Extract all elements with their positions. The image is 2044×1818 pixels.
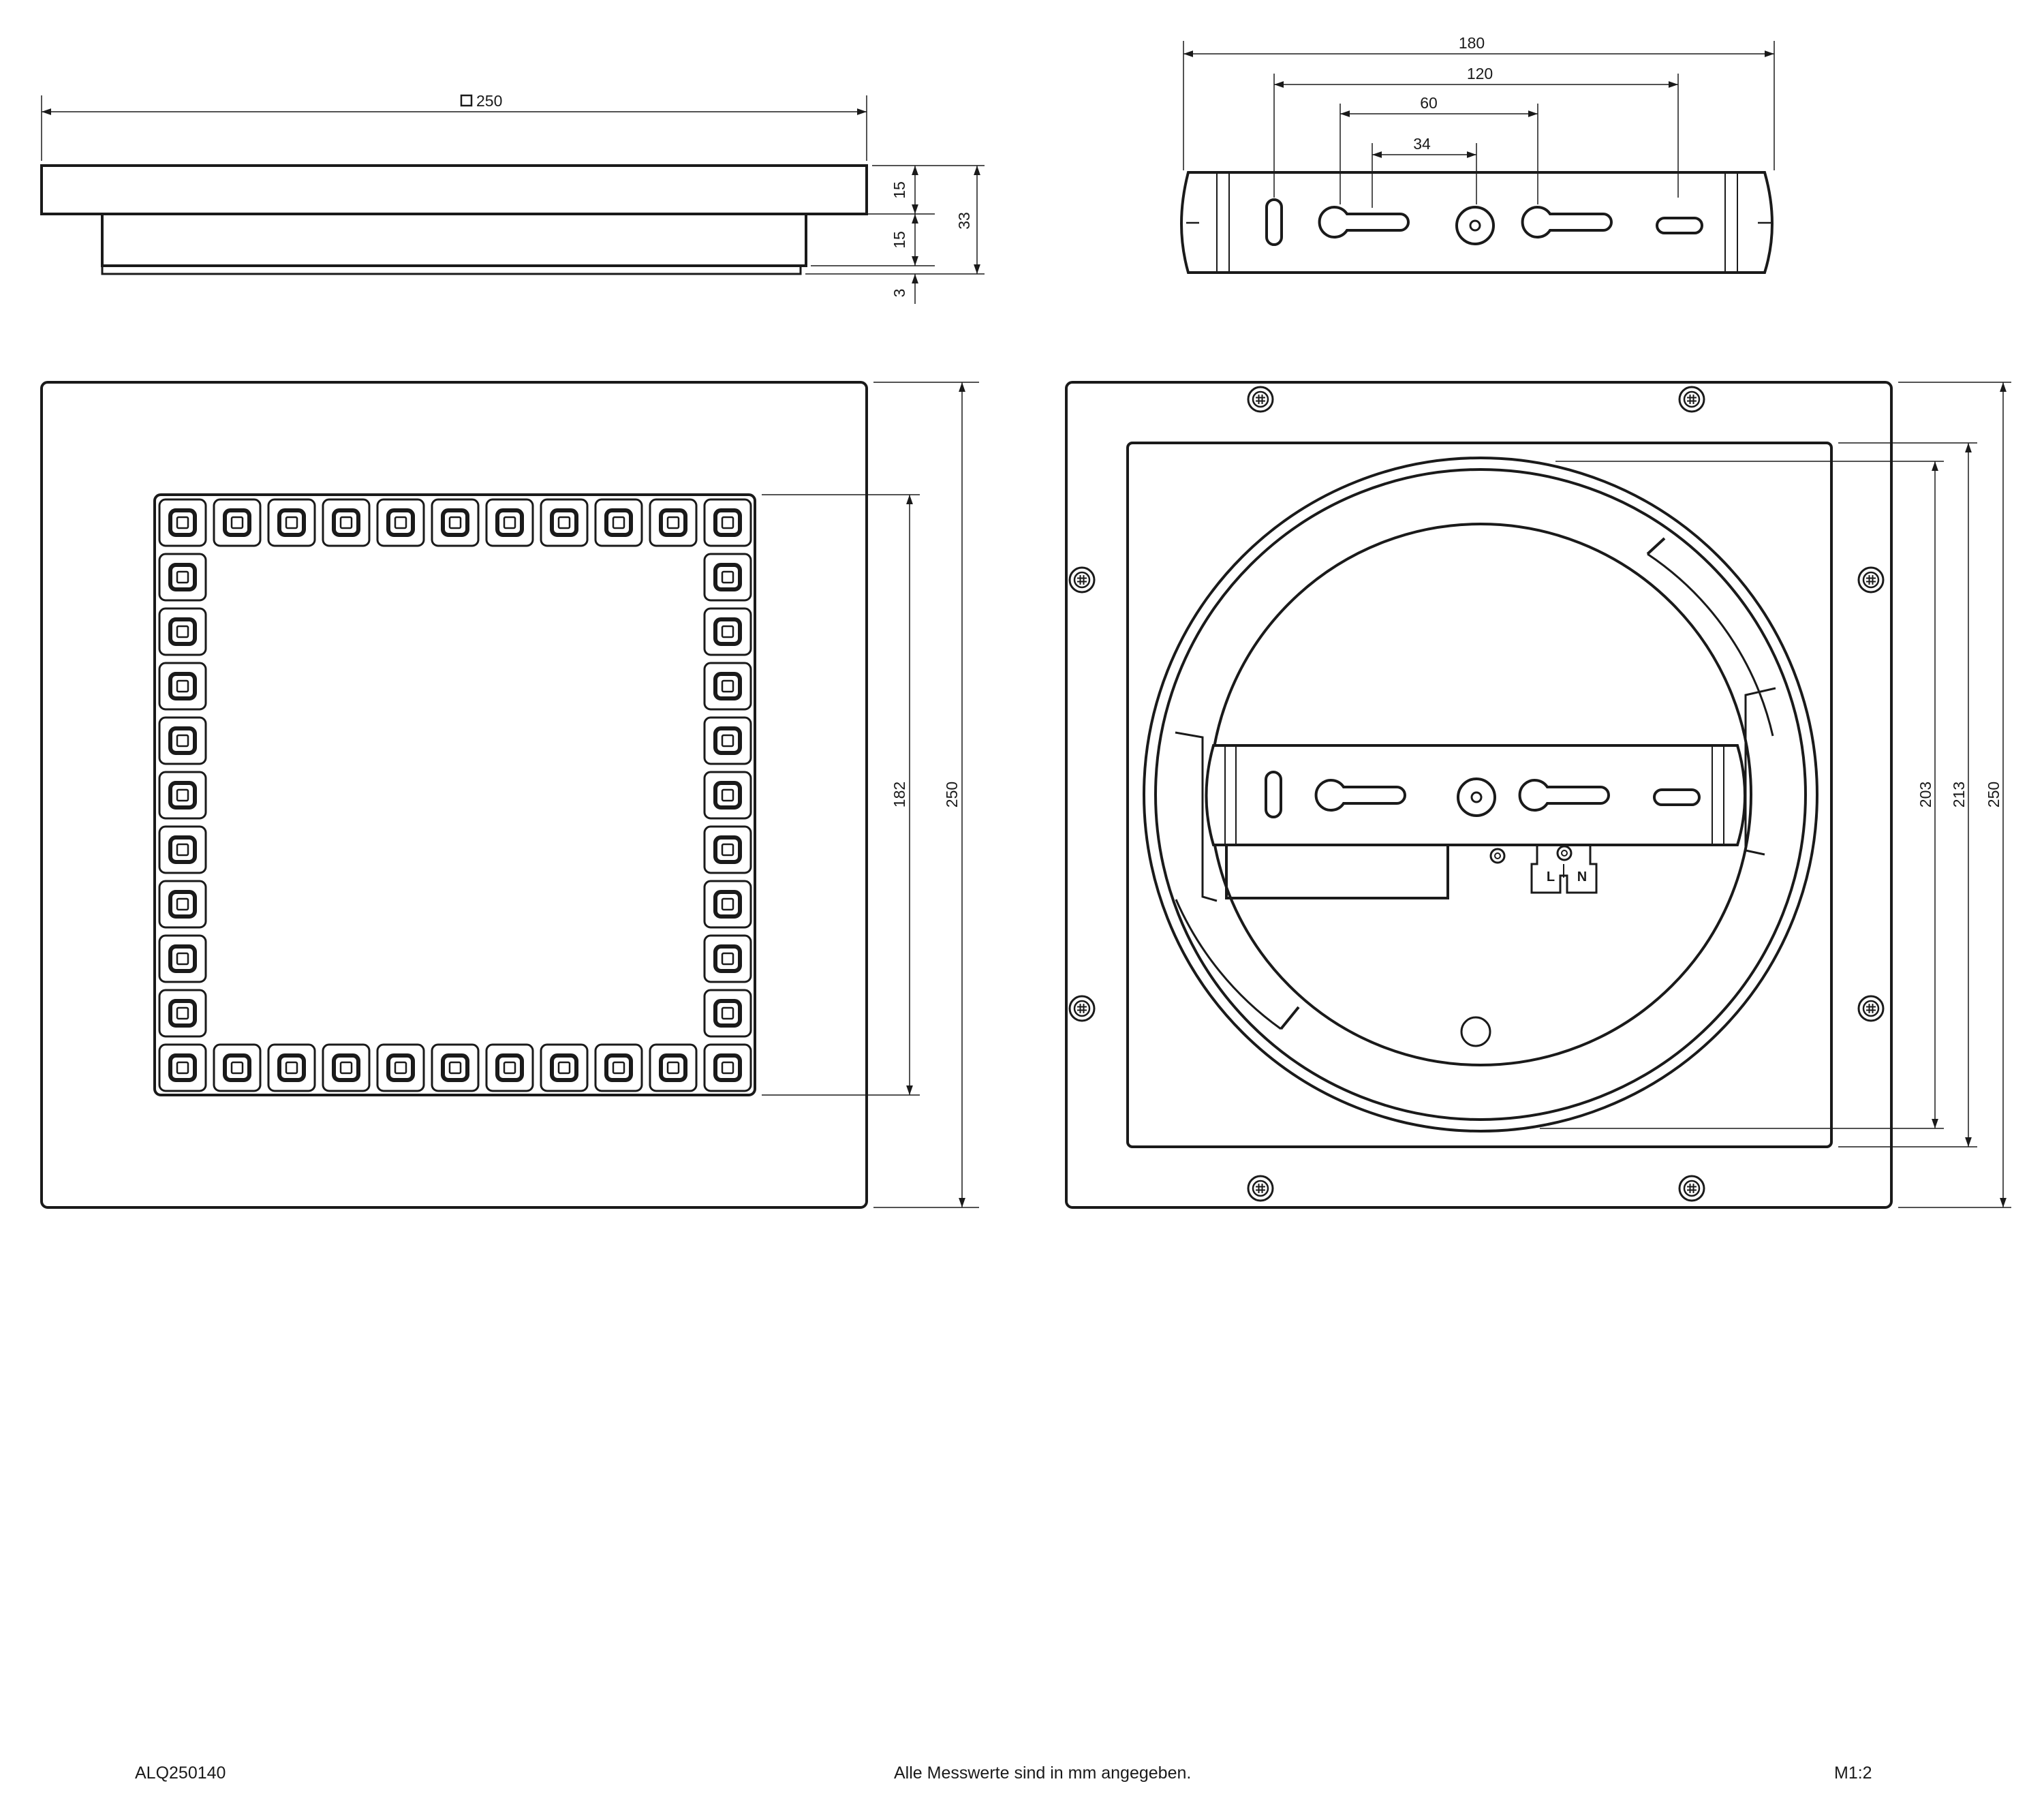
led-module xyxy=(650,1045,696,1091)
led-module xyxy=(159,1045,206,1091)
dim-side-width: 250 xyxy=(476,92,502,110)
led-module xyxy=(159,936,206,982)
led-module xyxy=(323,1045,369,1091)
led-module xyxy=(541,1045,587,1091)
led-module xyxy=(704,990,751,1036)
led-module xyxy=(377,1045,424,1091)
led-module xyxy=(541,499,587,546)
led-module xyxy=(595,1045,642,1091)
dim-bracket-120: 120 xyxy=(1467,65,1493,82)
dim-bracket-60: 60 xyxy=(1420,94,1438,112)
led-module xyxy=(486,1045,533,1091)
led-module xyxy=(159,827,206,873)
led-module xyxy=(159,663,206,709)
square-symbol xyxy=(460,94,473,107)
led-module xyxy=(704,881,751,927)
dim-back-213: 213 xyxy=(1950,782,1968,807)
led-module xyxy=(268,1045,315,1091)
dim-side-height-top: 15 xyxy=(891,181,908,199)
led-module xyxy=(704,718,751,764)
led-module xyxy=(704,827,751,873)
dim-front-led: 182 xyxy=(891,782,908,807)
led-module xyxy=(214,499,260,546)
dim-side-height-bottom: 3 xyxy=(891,289,908,298)
led-module xyxy=(704,499,751,546)
led-module xyxy=(704,936,751,982)
led-module xyxy=(704,608,751,655)
led-module xyxy=(595,499,642,546)
side-view xyxy=(40,94,985,304)
dim-front-total: 250 xyxy=(943,782,961,807)
led-module xyxy=(159,772,206,818)
led-module xyxy=(432,499,478,546)
article-number: ALQ250140 xyxy=(135,1763,226,1783)
mounting-bracket xyxy=(1180,41,1775,274)
led-module xyxy=(159,554,206,600)
led-module xyxy=(159,718,206,764)
terminal-neutral-label: N xyxy=(1577,869,1587,884)
measurement-note: Alle Messwerte sind in mm angegeben. xyxy=(894,1763,1192,1783)
led-module xyxy=(159,608,206,655)
led-module xyxy=(432,1045,478,1091)
led-module xyxy=(377,499,424,546)
led-module xyxy=(159,499,206,546)
terminal-live-label: L xyxy=(1547,869,1555,884)
led-module xyxy=(650,499,696,546)
back-view xyxy=(1065,381,2011,1209)
dim-side-height-mid: 15 xyxy=(891,231,908,249)
led-module xyxy=(704,554,751,600)
dim-back-203: 203 xyxy=(1917,782,1934,807)
led-module xyxy=(704,772,751,818)
led-module xyxy=(486,499,533,546)
led-module xyxy=(323,499,369,546)
front-view xyxy=(40,381,979,1209)
led-module xyxy=(704,1045,751,1091)
dim-bracket-34: 34 xyxy=(1413,135,1431,153)
dim-back-250: 250 xyxy=(1985,782,2002,807)
led-module xyxy=(704,663,751,709)
dim-bracket-180: 180 xyxy=(1459,34,1485,52)
dim-side-total: 33 xyxy=(955,212,973,230)
led-module xyxy=(214,1045,260,1091)
scale-label: M1:2 xyxy=(1834,1763,1872,1783)
led-module xyxy=(159,881,206,927)
led-module xyxy=(159,990,206,1036)
led-module xyxy=(268,499,315,546)
